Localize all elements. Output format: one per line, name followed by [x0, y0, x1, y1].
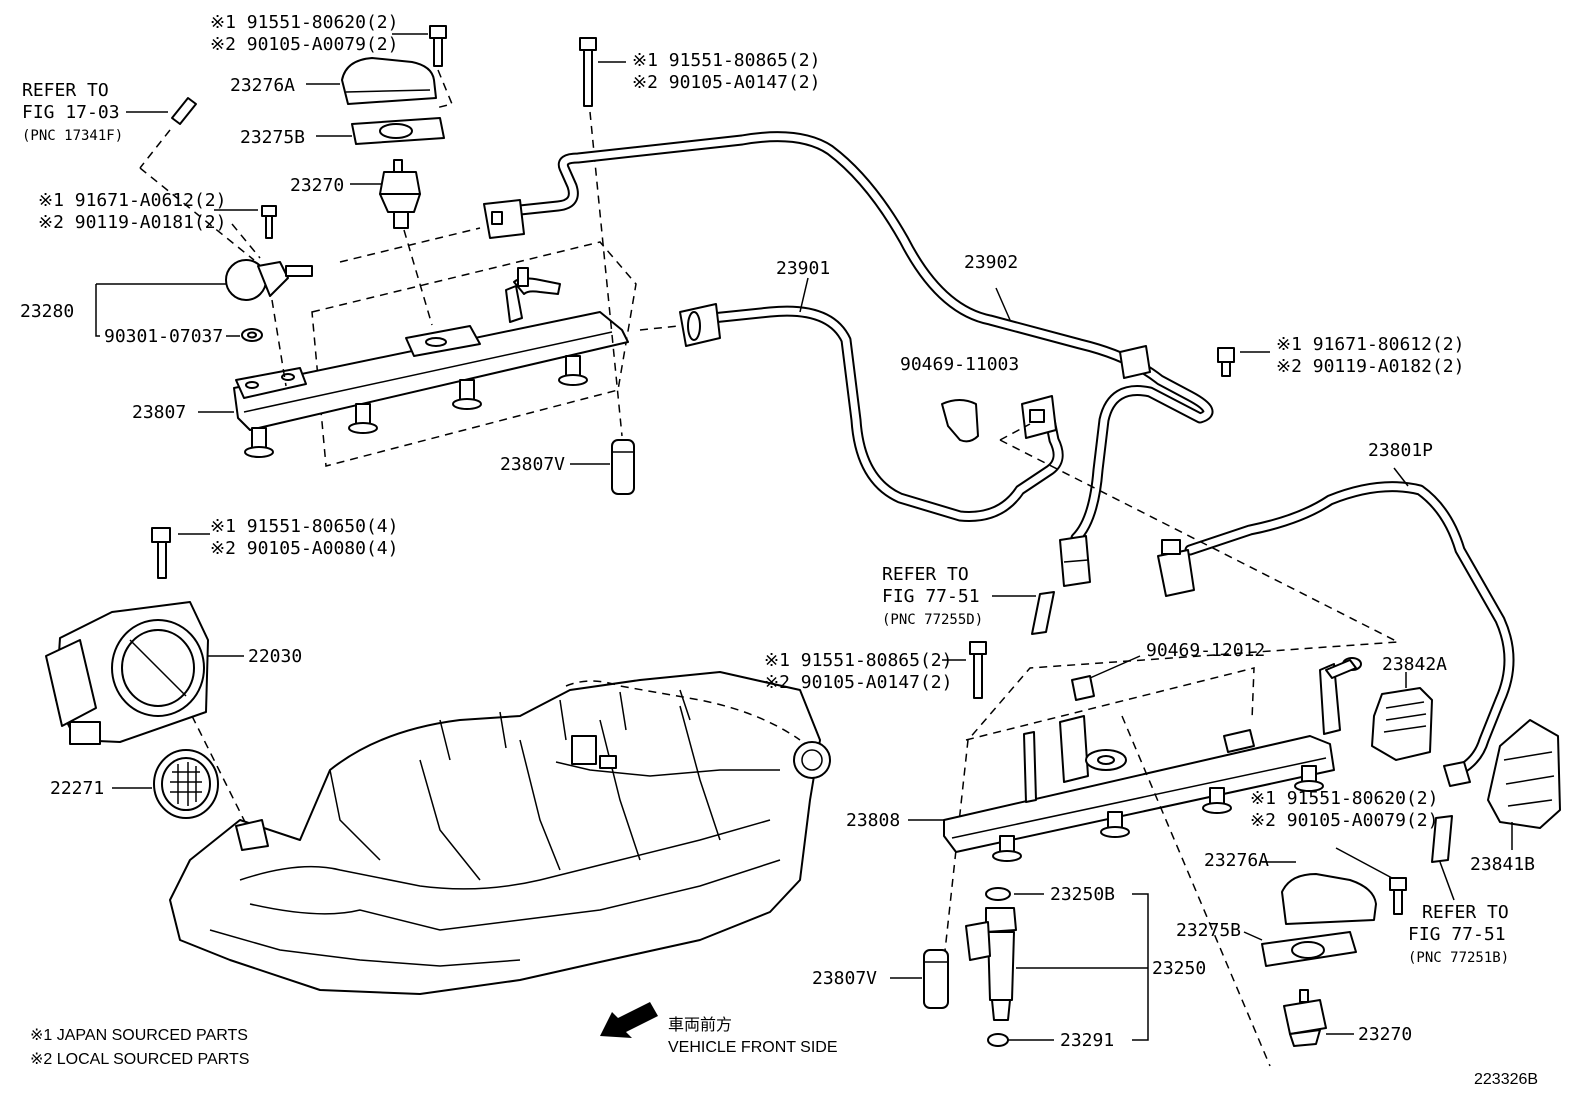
bolt-right: [1217, 347, 1270, 377]
fastener-top-left-a: ※1 91551-80620(2): [210, 12, 398, 33]
ref-c-line2: FIG 77-51: [1408, 924, 1506, 945]
label-23808: 23808: [846, 810, 900, 831]
bolt-top-center: [579, 37, 626, 107]
label-23801p: 23801P: [1368, 440, 1433, 461]
fastener-left-a: ※1 91671-A0612(2): [38, 190, 226, 211]
clamp-23842a: [1371, 672, 1433, 761]
fastener-rail2-a: ※1 91551-80865(2): [764, 650, 952, 671]
ref-b-line3: (PNC 77255D): [882, 612, 983, 628]
direction-en: VEHICLE FRONT SIDE: [668, 1039, 838, 1056]
label-23807: 23807: [132, 402, 186, 423]
ref-fig-77-51-d: [992, 591, 1055, 635]
fastener-left-b: ※2 90119-A0181(2): [38, 212, 226, 233]
clip-90469-11003: [941, 395, 1401, 961]
label-90301: 90301-07037: [104, 326, 223, 347]
ref-a-line2: FIG 17-03: [22, 102, 120, 123]
fastener-damper2-a: ※1 91551-80620(2): [1250, 788, 1438, 809]
labels: ※1 JAPAN SOURCED PARTS ※2 LOCAL SOURCED …: [20, 12, 1538, 1088]
label-23270-bottom: 23270: [1358, 1024, 1412, 1045]
fastener-top-left-b: ※2 90105-A0079(2): [210, 34, 398, 55]
fastener-rail2-b: ※2 90105-A0147(2): [764, 672, 952, 693]
fastener-damper2-b: ※2 90105-A0079(2): [1250, 810, 1438, 831]
rail-body-right: [943, 735, 1335, 853]
ref-fig-17-03-hose: [126, 97, 255, 261]
ref-b-line1: REFER TO: [882, 564, 969, 585]
label-23275b-bottom: 23275B: [1176, 920, 1241, 941]
pressure-damper-top: [379, 159, 421, 229]
hose-23901: [639, 277, 1064, 522]
hose-23801p: [1157, 467, 1515, 787]
label-23280: 23280: [20, 301, 74, 322]
ref-fig-77-51-b: [1431, 815, 1455, 901]
damper-assembly-top: [306, 25, 454, 326]
note-local-sourced: ※2 LOCAL SOURCED PARTS: [30, 1051, 249, 1068]
label-23270-top: 23270: [290, 175, 344, 196]
damper-cover-top: [341, 57, 437, 105]
bolt-top-left: [429, 25, 447, 67]
label-23902: 23902: [964, 252, 1018, 273]
damper-assembly-bottom: [1243, 847, 1407, 1047]
gasket-22271: [112, 749, 219, 819]
ref-a-line1: REFER TO: [22, 80, 109, 101]
intake-manifold: [169, 671, 831, 995]
clamp-23841b: [1487, 719, 1561, 850]
ref-c-line1: REFER TO: [1422, 902, 1509, 923]
label-23291: 23291: [1060, 1030, 1114, 1051]
fastener-right-b: ※2 90119-A0182(2): [1276, 356, 1464, 377]
ref-a-line3: (PNC 17341F): [22, 128, 123, 144]
label-23275b-top: 23275B: [240, 127, 305, 148]
label-23276a-bottom: 23276A: [1204, 850, 1269, 871]
ref-c-line3: (PNC 77251B): [1408, 950, 1509, 966]
direction-jp: 車両前方: [668, 1016, 732, 1034]
fastener-top-center-b: ※2 90105-A0147(2): [632, 72, 820, 93]
label-23250b: 23250B: [1050, 884, 1115, 905]
label-23276a-top: 23276A: [230, 75, 295, 96]
throttle-body: [45, 527, 255, 841]
hose-23902: [339, 131, 1214, 587]
note-japan-sourced: ※1 JAPAN SOURCED PARTS: [30, 1027, 248, 1044]
label-23841b: 23841B: [1470, 854, 1535, 875]
label-23250: 23250: [1152, 958, 1206, 979]
insulator-23807v-top: [570, 111, 635, 495]
damper-23280: [95, 205, 313, 387]
label-22030: 22030: [248, 646, 302, 667]
fastener-throttle-a: ※1 91551-80650(4): [210, 516, 398, 537]
label-23901: 23901: [776, 258, 830, 279]
fastener-top-center-a: ※1 91551-80865(2): [632, 50, 820, 71]
front-direction-arrow: [600, 1002, 658, 1038]
label-23807v-top: 23807V: [500, 454, 565, 475]
injector-assembly: [890, 887, 1149, 1047]
fuel-rail-right: [908, 641, 1362, 1067]
fastener-throttle-b: ※2 90105-A0080(4): [210, 538, 398, 559]
label-90469-12012: 90469-12012: [1146, 640, 1265, 661]
label-23842a: 23842A: [1382, 654, 1447, 675]
label-22271: 22271: [50, 778, 104, 799]
label-90469-11003: 90469-11003: [900, 354, 1019, 375]
label-23807v-bottom: 23807V: [812, 968, 877, 989]
ref-b-line2: FIG 77-51: [882, 586, 980, 607]
fastener-right-a: ※1 91671-80612(2): [1276, 334, 1464, 355]
figure-code: 223326B: [1474, 1071, 1538, 1088]
